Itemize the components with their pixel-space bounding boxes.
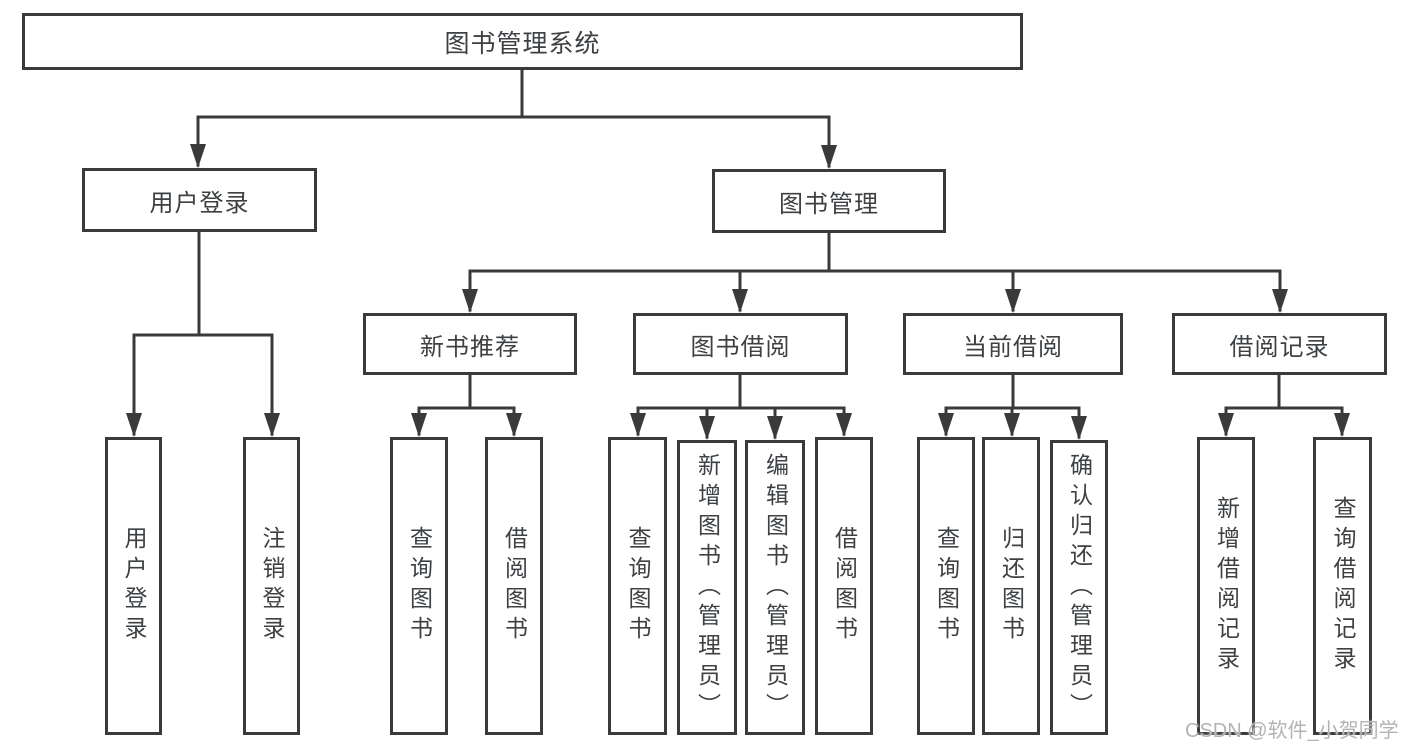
leaf-user-login: 用户登录 (105, 437, 162, 735)
connector-book-borrow (630, 373, 852, 440)
leaf-borrow-add-books-admin: 新增图书（管理员） (677, 440, 737, 735)
leaf-borrow-query-books: 查询图书 (608, 437, 667, 735)
node-book-borrowing: 图书借阅 (633, 313, 848, 375)
connector-root-to-level2 (190, 67, 837, 169)
node-library-system: 图书管理系统 (22, 13, 1023, 70)
leaf-logout: 注销登录 (243, 437, 300, 735)
node-current-borrowing: 当前借阅 (903, 313, 1123, 375)
leaf-current-confirm-return-admin: 确认归还（管理员） (1050, 440, 1108, 735)
leaf-records-add-record: 新增借阅记录 (1197, 437, 1255, 735)
csdn-watermark: CSDN @软件_小贺同学 (1185, 720, 1399, 742)
leaf-newbook-query-books: 查询图书 (390, 437, 448, 735)
node-borrow-records: 借阅记录 (1172, 313, 1387, 375)
leaf-newbook-borrow-books: 借阅图书 (485, 437, 543, 735)
leaf-borrow-edit-books-admin: 编辑图书（管理员） (745, 440, 805, 735)
leaf-current-return-books: 归还图书 (982, 437, 1040, 735)
node-new-book-recommend: 新书推荐 (363, 313, 577, 375)
node-user-login: 用户登录 (82, 168, 317, 232)
connector-current-borrow (938, 373, 1087, 440)
leaf-current-query-books: 查询图书 (917, 437, 975, 735)
leaf-borrow-borrow-books: 借阅图书 (815, 437, 873, 735)
node-book-management: 图书管理 (712, 169, 946, 233)
connector-new-book (411, 373, 522, 437)
connector-user-login (126, 230, 280, 437)
connector-book-mgmt (462, 231, 1288, 313)
connector-borrow-records (1218, 372, 1350, 437)
leaf-records-query-record: 查询借阅记录 (1313, 437, 1372, 735)
